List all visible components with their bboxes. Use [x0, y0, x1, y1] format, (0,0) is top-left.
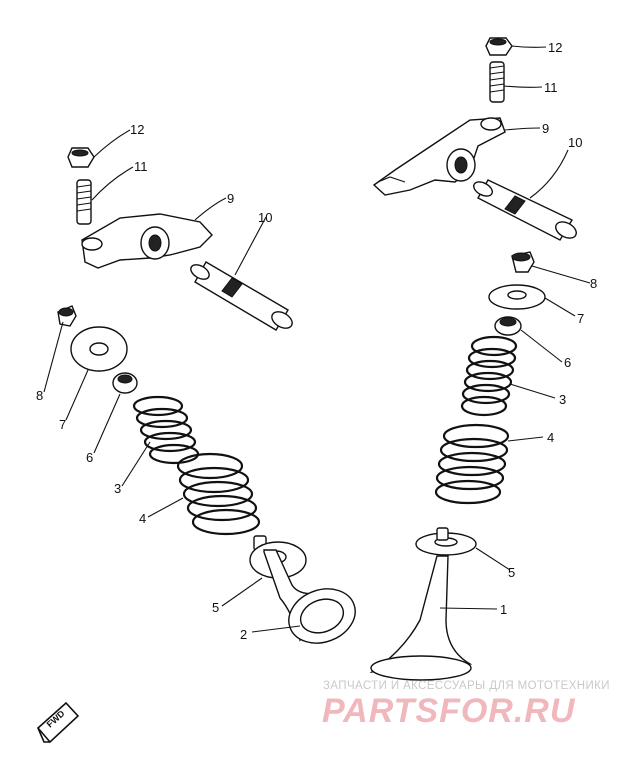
callout-10-right: 10 [568, 135, 582, 150]
rocker-shaft-left [190, 261, 293, 331]
callout-3-left: 3 [114, 481, 121, 496]
valve-cotter-right [511, 251, 535, 273]
stem-seal-left [112, 372, 138, 394]
callout-8-right: 8 [590, 276, 597, 291]
rocker-arm-left [81, 213, 213, 269]
callout-10-left: 10 [258, 210, 272, 225]
valve-left [249, 535, 356, 644]
fwd-arrow-icon: FWD [36, 701, 80, 744]
outer-spring-left [176, 452, 261, 536]
callout-12-left: 12 [130, 122, 144, 137]
lock-nut-left [67, 147, 95, 168]
callout-12-right: 12 [548, 40, 562, 55]
spring-retainer-right [488, 284, 546, 310]
adjusting-screw-right [489, 61, 505, 103]
callout-9-left: 9 [227, 191, 234, 206]
callout-7-left: 7 [59, 417, 66, 432]
callout-3-right: 3 [559, 392, 566, 407]
lock-nut-right [485, 37, 513, 56]
callout-9-right: 9 [542, 121, 549, 136]
outer-spring-right [434, 423, 510, 505]
watermark-logo: PARTSFOR.RU [322, 692, 576, 730]
leader-lines [43, 45, 591, 633]
stem-seal-right [494, 316, 522, 336]
inner-spring-right [460, 335, 518, 417]
valve-right [369, 527, 473, 681]
watermark-tagline: ЗАПЧАСТИ И АКСЕССУАРЫ ДЛЯ МОТОТЕХНИКИ [323, 680, 610, 692]
callout-6-left: 6 [86, 450, 93, 465]
callout-5-left: 5 [212, 600, 219, 615]
adjusting-screw-left [76, 179, 92, 225]
spring-retainer-left [70, 326, 128, 372]
callout-7-right: 7 [577, 311, 584, 326]
callout-11-left: 11 [134, 159, 148, 174]
callout-4-left: 4 [139, 511, 146, 526]
callout-5-right: 5 [508, 565, 515, 580]
callout-8-left: 8 [36, 388, 43, 403]
callout-1: 1 [500, 602, 507, 617]
rocker-arm-right [372, 117, 506, 196]
inner-spring-left [132, 395, 200, 465]
callout-labels: 12 11 9 10 8 7 6 3 4 5 1 12 11 9 10 8 7 … [36, 40, 597, 642]
callout-4-right: 4 [547, 430, 554, 445]
callout-11-right: 11 [544, 80, 558, 95]
valve-cotter-left [57, 305, 77, 327]
callout-2: 2 [240, 627, 247, 642]
rocker-shaft-right [473, 179, 577, 241]
callout-6-right: 6 [564, 355, 571, 370]
